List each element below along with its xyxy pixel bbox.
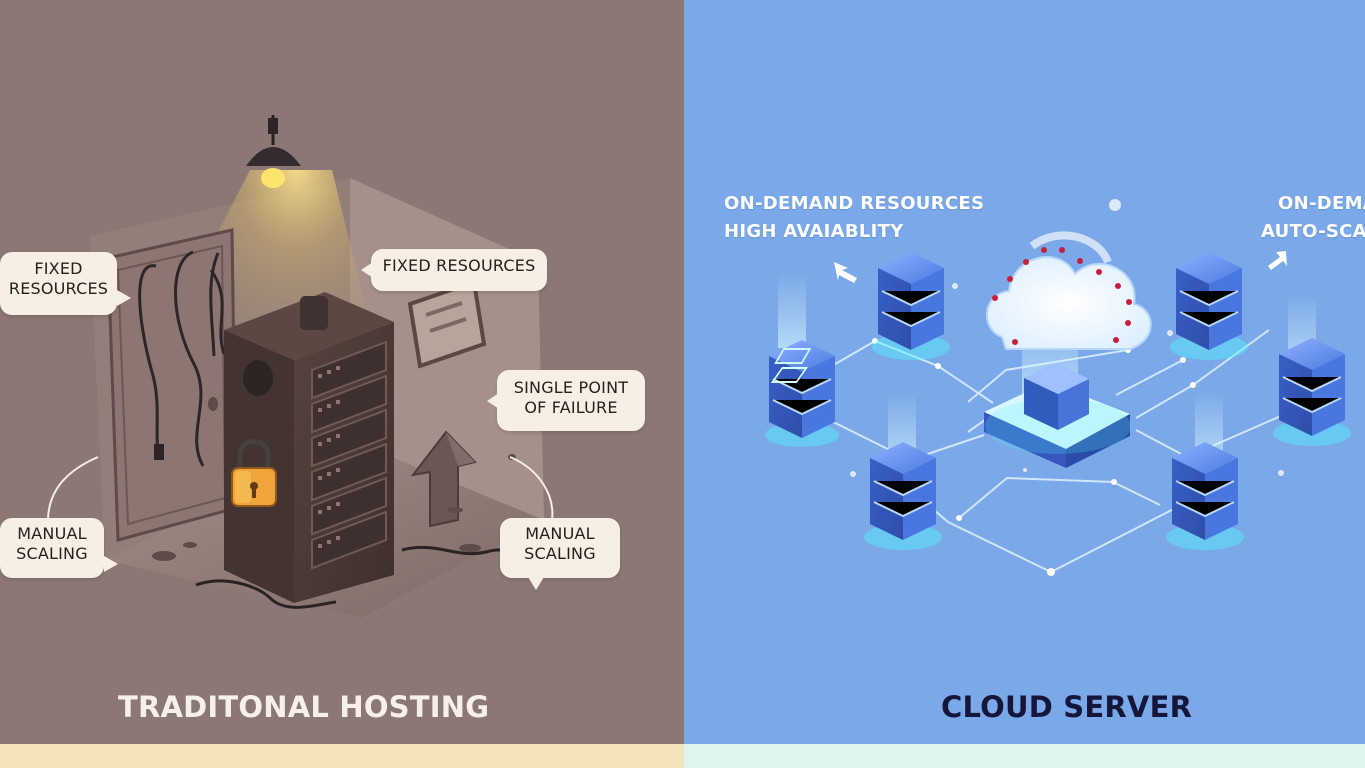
wall-door <box>106 228 238 542</box>
cloud-server-panel: ON-DEMAND RESOURCES HIGH AVAIABLITY ON-D… <box>684 0 1365 768</box>
manual-scaling-callout-right: MANUAL SCALING <box>500 518 620 590</box>
manual-scaling-callout-left: MANUAL SCALING <box>0 518 118 578</box>
central-platform <box>770 363 1131 468</box>
floor-cable <box>195 579 337 609</box>
cloud-label-auto-scaling: AUTO-SCAL <box>1261 221 1365 242</box>
floating-particles <box>850 199 1284 477</box>
plug-icon <box>154 444 164 460</box>
cloud-label-on-demand-left: ON-DEMAND RESOURCES <box>724 193 985 214</box>
traditional-hosting-panel: FIXED RESOURCES FIXED RESOURCES SINGLE P… <box>0 0 684 768</box>
cloud-icon <box>986 231 1152 350</box>
traditional-hosting-title: TRADITONAL HOSTING <box>118 690 490 724</box>
cloud-label-high-availability: HIGH AVAIABLITY <box>724 221 904 242</box>
ceiling-lamp-icon <box>246 115 301 188</box>
fixed-resources-callout-top: FIXED RESOURCES <box>361 249 547 291</box>
cloud-bottom-band <box>684 744 1365 768</box>
server-stack-icon <box>765 252 1351 550</box>
traditional-bottom-band <box>0 744 684 768</box>
padlock-icon <box>231 439 277 507</box>
server-rack-icon <box>224 292 394 603</box>
fixed-resources-callout-left: FIXED RESOURCES <box>0 252 131 315</box>
floor-debris <box>152 278 525 561</box>
callout-connectors <box>47 456 554 521</box>
cloud-label-on-demand-right: ON-DEMA <box>1278 193 1365 214</box>
hanging-cables <box>138 250 226 467</box>
up-arrow-icon <box>834 251 1287 283</box>
cloud-server-illustration <box>684 0 1365 768</box>
up-arrow-icon <box>410 430 477 528</box>
cloud-server-title: CLOUD SERVER <box>941 690 1193 724</box>
single-point-of-failure-callout: SINGLE POINT OF FAILURE <box>487 370 645 431</box>
